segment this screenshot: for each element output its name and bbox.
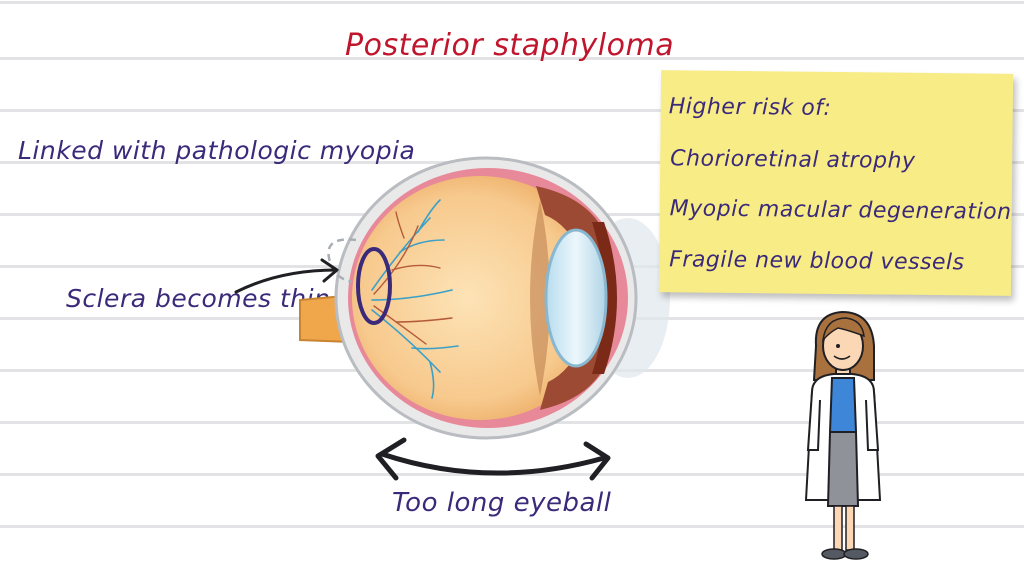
eyeball-length-annotation: Too long eyeball	[392, 488, 612, 518]
risk-item: Chorioretinal atrophy	[670, 146, 916, 174]
sticky-note: Higher risk of: Chorioretinal atrophy My…	[658, 70, 1014, 296]
doctor-figure	[804, 310, 882, 560]
thin-sclera-highlight	[356, 247, 392, 325]
sclera-annotation: Sclera becomes thin	[66, 284, 331, 313]
risk-item: Myopic macular degeneration	[669, 196, 1012, 225]
length-double-arrow	[375, 437, 611, 481]
eyeball-illustration	[299, 156, 670, 440]
linked-annotation: Linked with pathologic myopia	[18, 136, 416, 165]
sclera-arrow	[234, 258, 339, 294]
note-heading: Higher risk of:	[668, 94, 832, 121]
page-title: Posterior staphyloma	[345, 28, 675, 63]
risk-item: Fragile new blood vessels	[669, 247, 965, 276]
